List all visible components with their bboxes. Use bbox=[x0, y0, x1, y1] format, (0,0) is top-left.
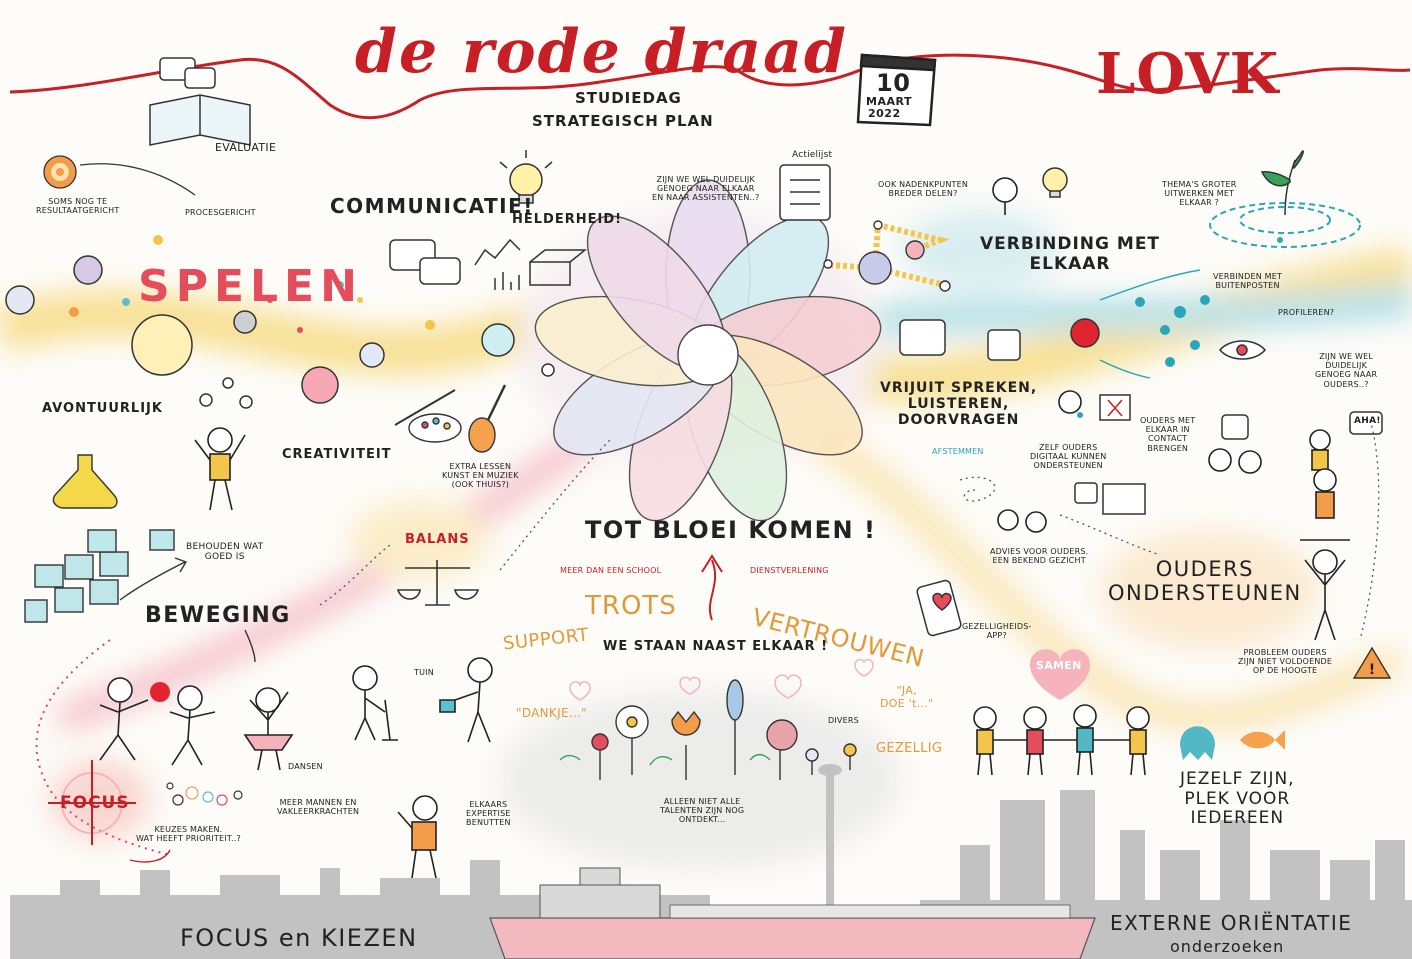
label-soms: SOMS NOG TE RESULTAATGERICHT bbox=[36, 197, 120, 216]
label-gezelligheids: GEZELLIGHEIDS- APP? bbox=[962, 622, 1032, 641]
label-behouden: BEHOUDEN WAT GOED IS bbox=[186, 542, 264, 563]
checkbox-blocks-icon bbox=[24, 529, 175, 623]
label-zelf-ouders: ZELF OUDERS DIGITAAL KUNNEN ONDERSTEUNEN bbox=[1030, 443, 1107, 471]
label-focus: FOCUS bbox=[60, 793, 130, 813]
bulb-icon bbox=[499, 150, 1068, 204]
fish-icon bbox=[1180, 726, 1285, 760]
date-month: MAART bbox=[866, 95, 912, 108]
label-balans: BALANS bbox=[405, 532, 470, 547]
label-dankje: "DANKJE..." bbox=[516, 706, 587, 720]
label-extra-lessen: EXTRA LESSEN KUNST EN MUZIEK (OOK THUIS?… bbox=[442, 462, 519, 490]
label-aha: AHA! bbox=[1354, 416, 1381, 426]
guitar-icon bbox=[468, 384, 507, 453]
label-gezellig: GEZELLIG bbox=[876, 741, 943, 756]
plant-icon bbox=[1260, 150, 1304, 216]
label-advies: ADVIES VOOR OUDERS. EEN BEKEND GEZICHT bbox=[990, 547, 1089, 566]
flower-icon bbox=[534, 179, 882, 522]
label-probleem: PROBLEEM OUDERS ZIJN NIET VOLDOENDE OP D… bbox=[1238, 648, 1333, 676]
label-ook-nadenk: OOK NADENKPUNTEN BREDER DELEN? bbox=[878, 180, 969, 199]
label-tot-bloei: TOT BLOEI KOMEN ! bbox=[585, 516, 877, 544]
network-icon bbox=[823, 220, 951, 292]
label-meer-dan: MEER DAN EEN SCHOOL bbox=[560, 566, 662, 575]
label-evaluatie: EVALUATIE bbox=[215, 141, 277, 154]
label-divers: DIVERS bbox=[828, 716, 859, 725]
label-afstemmen: AFSTEMMEN bbox=[932, 447, 984, 456]
label-verbinden: VERBINDEN MET BUITENPOSTEN bbox=[1213, 272, 1283, 291]
stick-figures bbox=[99, 177, 1350, 879]
target-focus-icon bbox=[48, 760, 136, 845]
laptop-icon bbox=[1099, 394, 1146, 515]
label-spelen: SPELEN bbox=[138, 261, 363, 312]
phone-icon bbox=[916, 579, 962, 637]
label-themas: THEMA'S GROTER UITWERKEN MET ELKAAR ? bbox=[1162, 180, 1237, 208]
chart-sketch-icon bbox=[474, 238, 588, 290]
logo: LOVK bbox=[1096, 41, 1280, 107]
label-externe: EXTERNE ORIËNTATIE bbox=[1110, 911, 1353, 935]
heart-icon bbox=[1030, 649, 1090, 700]
subtitle-strategisch: STRATEGISCH PLAN bbox=[532, 112, 714, 130]
label-meer-mannen: MEER MANNEN EN VAKLEERKRACHTEN bbox=[277, 798, 360, 817]
warning-icon: ! bbox=[1352, 646, 1392, 679]
date-day: 10 bbox=[876, 69, 911, 97]
checklist-icon bbox=[779, 164, 831, 221]
label-profileren: PROFILEREN? bbox=[1278, 308, 1335, 317]
hearts-outline bbox=[569, 658, 874, 701]
label-communicatie: COMMUNICATIE! bbox=[330, 194, 534, 218]
palette-icon bbox=[394, 389, 462, 443]
dotted-connectors bbox=[319, 419, 1380, 641]
label-ja-doe: "JA, DOE 't..." bbox=[880, 684, 934, 710]
svg-text:!: ! bbox=[1369, 662, 1375, 678]
red-thread-line bbox=[9, 53, 1411, 120]
label-keuzes: KEUZES MAKEN. WAT HEEFT PRIORITEIT..? bbox=[136, 825, 241, 844]
ship-icon bbox=[489, 867, 1096, 959]
label-trots: TROTS bbox=[585, 591, 677, 621]
date-year: 2022 bbox=[868, 107, 901, 120]
label-ouders-met: OUDERS MET ELKAAR IN CONTACT BRENGEN bbox=[1140, 416, 1196, 453]
scales-icon bbox=[396, 560, 480, 606]
label-actielijst: Actielijst bbox=[792, 150, 833, 160]
label-dansen: DANSEN bbox=[288, 762, 323, 771]
book-icon bbox=[149, 94, 251, 146]
label-ouders-ondersteunen: OUDERS ONDERSTEUNEN bbox=[1108, 557, 1302, 606]
growth-arrow bbox=[701, 554, 723, 621]
subtitle-studiedag: STUDIEDAG bbox=[575, 89, 682, 107]
label-procesgericht: PROCESGERICHT bbox=[185, 208, 256, 217]
label-samen: SAMEN bbox=[1036, 659, 1082, 672]
label-alleen-niet: ALLEEN NIET ALLE TALENTEN ZIJN NOG ONTDE… bbox=[660, 797, 745, 825]
label-onderzoeken: onderzoeken bbox=[1170, 937, 1285, 956]
confetti-dots bbox=[69, 235, 435, 333]
bubbles bbox=[5, 255, 1100, 409]
calendar-icon bbox=[856, 53, 937, 127]
target-icon bbox=[43, 155, 77, 189]
label-naast-elkaar: WE STAAN NAAST ELKAAR ! bbox=[603, 639, 829, 654]
garden-flowers bbox=[559, 679, 857, 780]
label-tuin: TUIN bbox=[414, 668, 434, 677]
label-helderheid: HELDERHEID! bbox=[512, 212, 623, 227]
label-avontuurlijk: AVONTUURLIJK bbox=[42, 401, 163, 416]
eye-icon bbox=[1219, 340, 1266, 360]
label-focus-kiezen: FOCUS en KIEZEN bbox=[180, 924, 418, 952]
label-zijn-we-wel: ZIJN WE WEL DUIDELIJK GENOEG NAAR ELKAAR… bbox=[652, 175, 760, 203]
label-vrijuit: VRIJUIT SPREKEN, LUISTEREN, DOORVRAGEN bbox=[880, 380, 1038, 429]
label-zijn-ouders: ZIJN WE WEL DUIDELIJK GENOEG NAAR OUDERS… bbox=[1315, 352, 1378, 389]
label-elkaars: ELKAARS EXPERTISE BENUTTEN bbox=[466, 800, 511, 828]
label-verbinding: VERBINDING MET ELKAAR bbox=[980, 234, 1161, 274]
connection-dots bbox=[1077, 237, 1283, 418]
speech-bubble-icon bbox=[159, 57, 1383, 504]
label-creativiteit: CREATIVITEIT bbox=[282, 447, 392, 462]
label-dienstverlening: DIENSTVERLENING bbox=[750, 566, 829, 575]
arrows bbox=[119, 269, 1201, 863]
label-jezelf: JEZELF ZIJN, PLEK VOOR IEDEREEN bbox=[1180, 769, 1295, 829]
label-beweging: BEWEGING bbox=[145, 603, 291, 628]
page-title: de rode draad bbox=[355, 17, 848, 87]
curve-arrow bbox=[79, 163, 196, 196]
flask-icon bbox=[52, 454, 118, 509]
bubbles-keuzes bbox=[166, 782, 243, 806]
